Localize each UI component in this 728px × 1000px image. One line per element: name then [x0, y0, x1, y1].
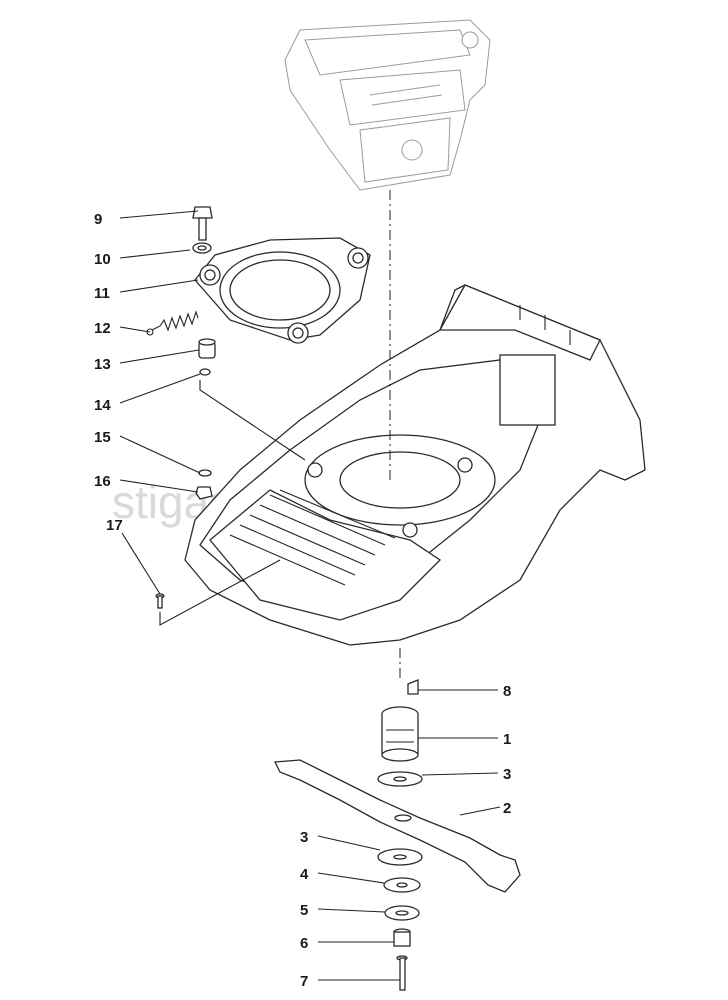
friction-disc-upper-part-3	[377, 771, 423, 787]
mower-deck	[184, 284, 646, 646]
callout-5: 5	[300, 902, 308, 919]
callout-11: 11	[94, 285, 110, 302]
callout-12: 12	[94, 320, 111, 337]
nut-part-16	[195, 486, 213, 500]
leader-9	[119, 210, 199, 219]
engine	[284, 19, 491, 191]
callout-3a: 3	[503, 766, 511, 783]
callout-3b: 3	[300, 829, 308, 846]
callout-8: 8	[503, 683, 511, 700]
leader-15	[119, 435, 201, 474]
spacer-part-13	[198, 338, 216, 359]
screw-part-17	[155, 593, 165, 609]
callout-17: 17	[106, 517, 123, 534]
callout-1: 1	[503, 731, 511, 748]
callout-13: 13	[94, 356, 111, 373]
assembly-line-upper	[199, 380, 306, 461]
leader-3b	[317, 835, 381, 851]
key-part-8	[407, 679, 419, 695]
blade-part-2	[273, 759, 521, 893]
callout-2: 2	[503, 800, 511, 817]
leader-11	[119, 279, 199, 293]
leader-14	[119, 373, 201, 404]
callout-14: 14	[94, 397, 111, 414]
washer-part-5	[384, 905, 420, 921]
callout-4: 4	[300, 866, 309, 883]
callout-9: 9	[94, 211, 102, 228]
leader-16	[119, 479, 199, 493]
leader-4	[317, 872, 385, 884]
leader-2	[459, 806, 501, 816]
washer-part-4	[383, 877, 421, 893]
leader-17	[121, 532, 161, 595]
callout-6: 6	[300, 935, 308, 952]
callout-7: 7	[300, 973, 308, 990]
bolt-part-9	[192, 206, 213, 241]
washer-part-10	[192, 242, 212, 254]
leader-10	[119, 249, 191, 259]
engine-flange-gasket	[194, 237, 371, 344]
washer-part-15	[198, 469, 212, 477]
bolt-part-7	[396, 955, 408, 991]
spacer-nut-part-6	[393, 928, 411, 947]
callout-10: 10	[94, 251, 111, 268]
assembly-line-lower	[159, 559, 281, 626]
friction-disc-lower-part-3	[377, 848, 423, 866]
callout-16: 16	[94, 473, 111, 490]
leader-12	[119, 326, 151, 333]
leader-5	[317, 908, 386, 913]
washer-part-14	[199, 368, 211, 376]
spring-part-12	[146, 310, 199, 336]
blade-adapter-part-1	[381, 706, 419, 762]
leader-3a	[421, 772, 499, 776]
callout-15: 15	[94, 429, 111, 446]
leader-13	[119, 349, 200, 364]
